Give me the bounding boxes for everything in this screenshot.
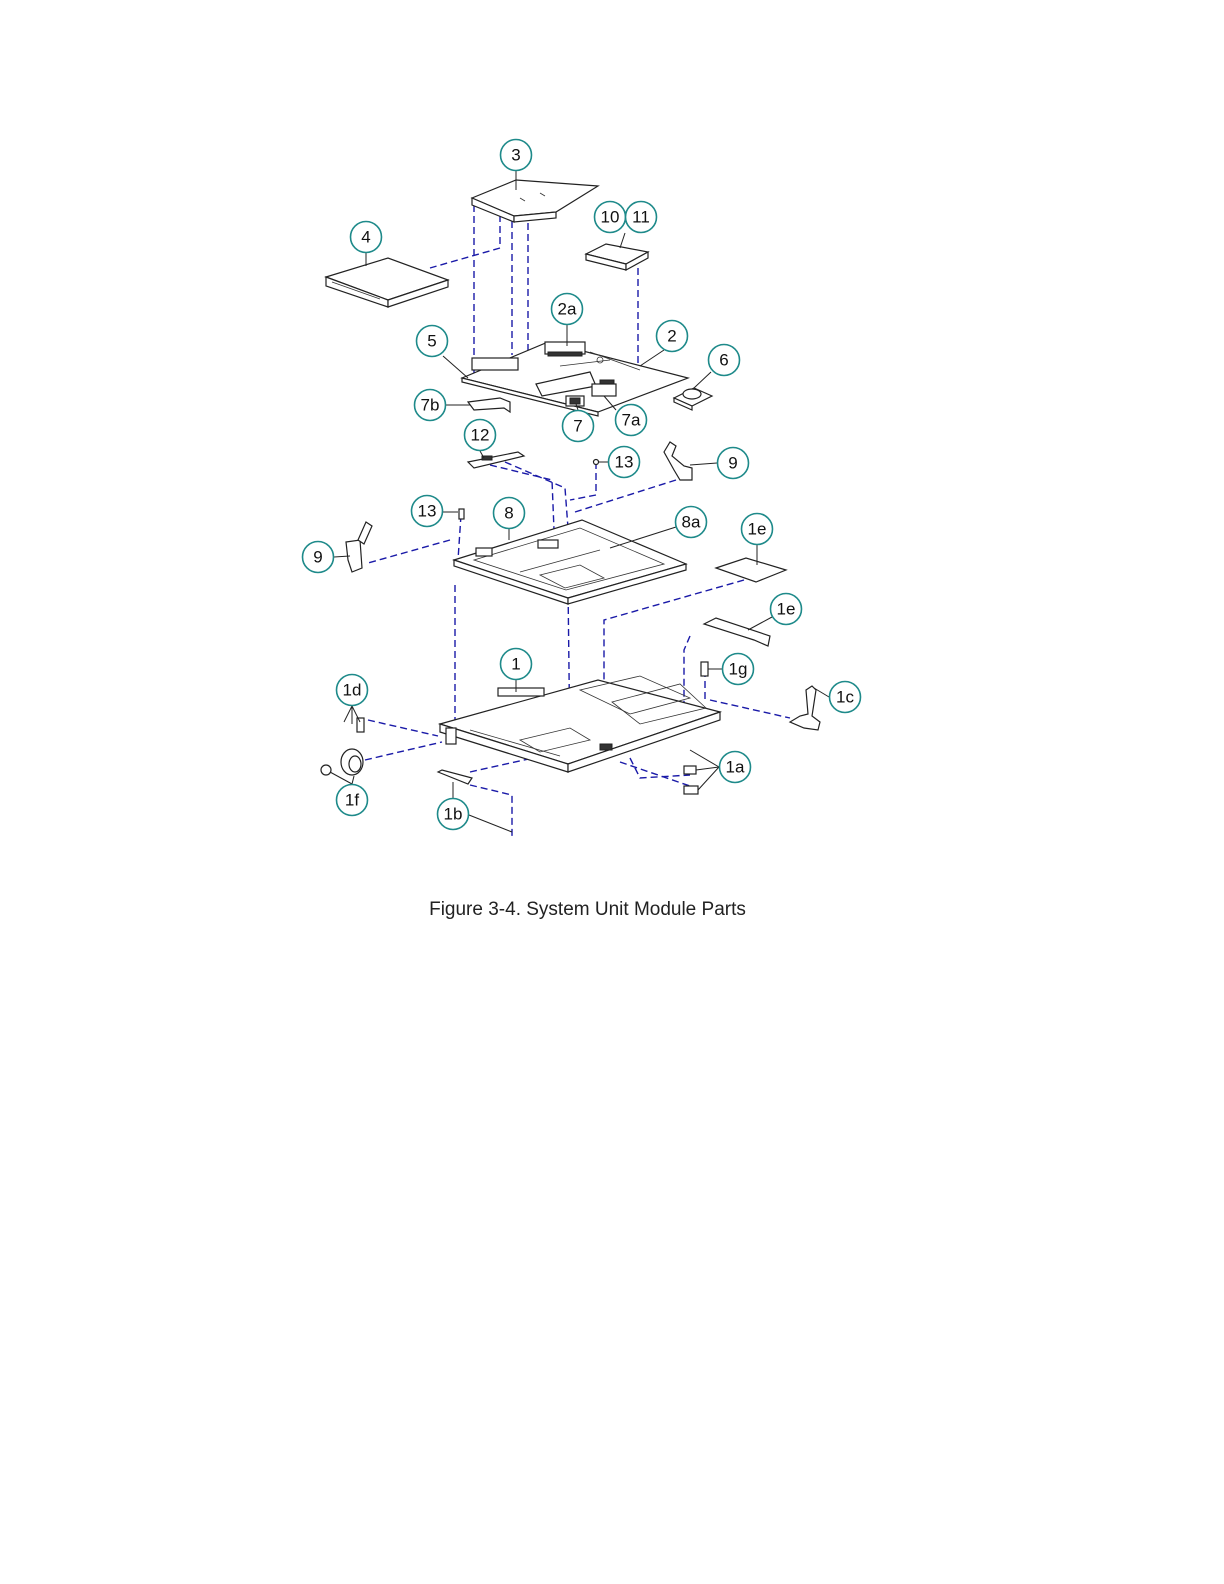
callout-1d: 1d xyxy=(337,675,368,706)
callout-1e-top: 1e xyxy=(742,514,773,545)
callout-4: 4 xyxy=(351,222,382,253)
part-memory-card xyxy=(586,244,648,270)
callout-7a: 7a xyxy=(616,405,647,436)
callout-1g: 1g xyxy=(723,654,754,685)
callout-1f: 1f xyxy=(337,785,368,816)
callout-7: 7 xyxy=(563,411,594,442)
callout-12: 12 xyxy=(465,420,496,451)
svg-text:13: 13 xyxy=(418,502,437,521)
svg-text:1g: 1g xyxy=(729,660,748,679)
callout-1a: 1a xyxy=(720,752,751,783)
callout-1c: 1c xyxy=(830,682,861,713)
exploded-parts-diagram: 3 4 10 11 2a 2 5 6 7b 7 7a xyxy=(0,0,1224,1000)
svg-text:1c: 1c xyxy=(836,688,854,707)
callout-9-right: 9 xyxy=(718,448,749,479)
svg-text:1b: 1b xyxy=(444,805,463,824)
callout-2: 2 xyxy=(657,321,688,352)
svg-text:4: 4 xyxy=(361,228,370,247)
part-clips xyxy=(357,718,364,732)
figure-caption: Figure 3-4. System Unit Module Parts xyxy=(0,899,1175,921)
callout-9-left: 9 xyxy=(303,542,334,573)
part-bracket xyxy=(790,686,820,730)
svg-text:11: 11 xyxy=(632,208,650,227)
svg-text:9: 9 xyxy=(313,548,322,567)
part-strip xyxy=(438,770,472,784)
svg-text:12: 12 xyxy=(471,426,490,445)
svg-text:6: 6 xyxy=(719,351,728,370)
part-feet xyxy=(684,766,698,794)
svg-text:1e: 1e xyxy=(748,520,767,539)
svg-text:5: 5 xyxy=(427,332,436,351)
svg-text:7: 7 xyxy=(573,417,582,436)
svg-text:1e: 1e xyxy=(777,600,796,619)
callout-1: 1 xyxy=(501,649,532,680)
callout-8: 8 xyxy=(494,498,525,529)
svg-text:13: 13 xyxy=(615,453,634,472)
part-fan xyxy=(321,749,363,775)
svg-text:1f: 1f xyxy=(345,791,359,810)
callout-3: 3 xyxy=(501,140,532,171)
part-drive-tray xyxy=(472,180,598,222)
svg-text:7b: 7b xyxy=(421,396,440,415)
callout-11: 11 xyxy=(626,202,657,233)
svg-text:8: 8 xyxy=(504,504,513,523)
callout-5: 5 xyxy=(417,326,448,357)
callout-6: 6 xyxy=(709,345,740,376)
callout-7b: 7b xyxy=(415,390,446,421)
callout-8a: 8a xyxy=(676,507,707,538)
callout-2a: 2a xyxy=(552,294,583,325)
callout-10: 10 xyxy=(595,202,626,233)
part-cable xyxy=(468,398,510,412)
callout-1e-mid: 1e xyxy=(771,594,802,625)
callout-1b: 1b xyxy=(438,799,469,830)
part-chassis-frame xyxy=(454,520,686,604)
svg-text:1a: 1a xyxy=(726,758,745,777)
svg-text:7a: 7a xyxy=(622,411,641,430)
svg-text:1: 1 xyxy=(511,655,520,674)
part-small-board xyxy=(468,452,524,468)
svg-text:9: 9 xyxy=(728,454,737,473)
part-latch xyxy=(701,662,708,676)
part-base-enclosure xyxy=(440,676,720,772)
svg-text:8a: 8a xyxy=(682,513,701,532)
part-screws xyxy=(459,460,599,520)
svg-text:10: 10 xyxy=(601,208,620,227)
callout-13-left: 13 xyxy=(412,496,443,527)
svg-text:1d: 1d xyxy=(343,681,362,700)
svg-text:3: 3 xyxy=(511,146,520,165)
part-speaker xyxy=(674,388,712,410)
svg-text:2a: 2a xyxy=(558,300,577,319)
svg-text:2: 2 xyxy=(667,327,676,346)
callout-13-right: 13 xyxy=(609,447,640,478)
part-diskette-drive xyxy=(326,258,448,307)
